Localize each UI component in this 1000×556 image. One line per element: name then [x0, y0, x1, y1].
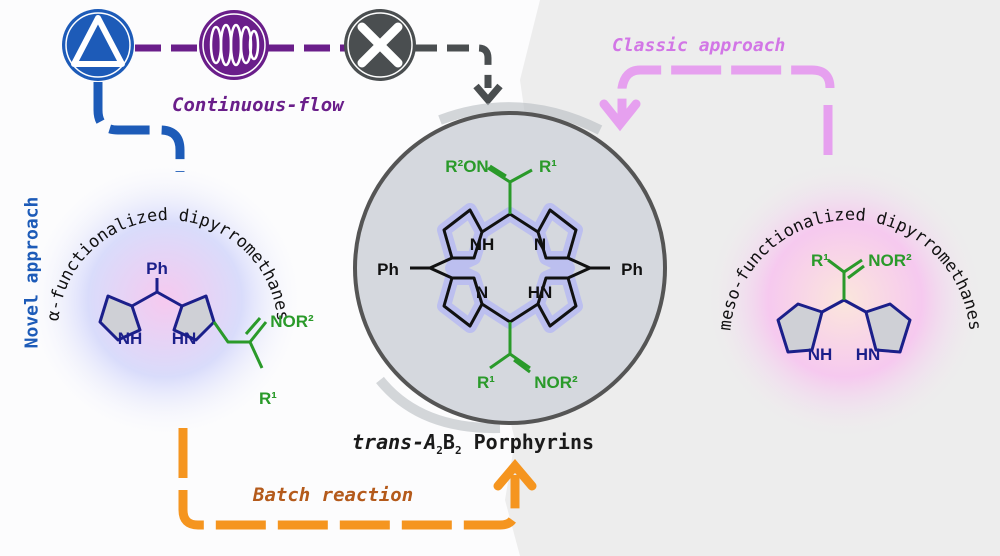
product-sub1: 2: [436, 444, 443, 457]
r1-label: R¹: [259, 389, 277, 408]
porphyrin-structure: [410, 164, 610, 374]
triangle-heat-icon: [62, 9, 134, 81]
hn-label: HN: [172, 329, 197, 348]
ph-label: Ph: [146, 259, 168, 278]
ph-label: Ph: [377, 260, 399, 279]
ph-label: Ph: [621, 260, 643, 279]
n-label: N: [534, 235, 546, 254]
r2on-label: R²ON: [445, 157, 488, 176]
r1-label: R¹: [477, 373, 495, 392]
mixer-cross-icon: [344, 9, 416, 81]
classic-approach-path: [599, 65, 835, 155]
continuous-flow-label: Continuous-flow: [172, 94, 344, 116]
alpha-glow: [25, 160, 305, 440]
novel-approach-label: Novel approach: [21, 196, 43, 349]
batch-reaction-path: [178, 428, 537, 530]
nh-label: NH: [808, 345, 833, 364]
hn-label: HN: [528, 283, 553, 302]
nh-label: NH: [470, 235, 495, 254]
n-label: N: [476, 283, 488, 302]
coil-reactor-icon: [199, 10, 269, 80]
product-title: trans-A2B2 Porphyrins: [352, 430, 594, 457]
alpha-dipyrromethane-structure: [98, 278, 268, 369]
porphyrin-disk: [353, 102, 667, 434]
classic-approach-label: Classic approach: [612, 35, 786, 56]
meso-dipyrromethane-structure: [776, 258, 912, 354]
r1-label: R¹: [811, 251, 829, 270]
product-prefix: trans-A: [352, 430, 437, 454]
product-sub2: 2: [454, 444, 462, 457]
nor2-label: NOR²: [868, 251, 912, 270]
hn-label: HN: [856, 345, 881, 364]
nor2-label: NOR²: [534, 373, 578, 392]
nh-label: NH: [118, 329, 143, 348]
product-suffix: Porphyrins: [461, 430, 595, 454]
continuous-flow-path: [135, 44, 503, 106]
product-b: B: [442, 430, 455, 454]
r1-label: R¹: [539, 157, 557, 176]
nor2-label: NOR²: [270, 312, 314, 331]
batch-reaction-label: Batch reaction: [253, 484, 414, 506]
novel-approach-path: [93, 82, 185, 172]
